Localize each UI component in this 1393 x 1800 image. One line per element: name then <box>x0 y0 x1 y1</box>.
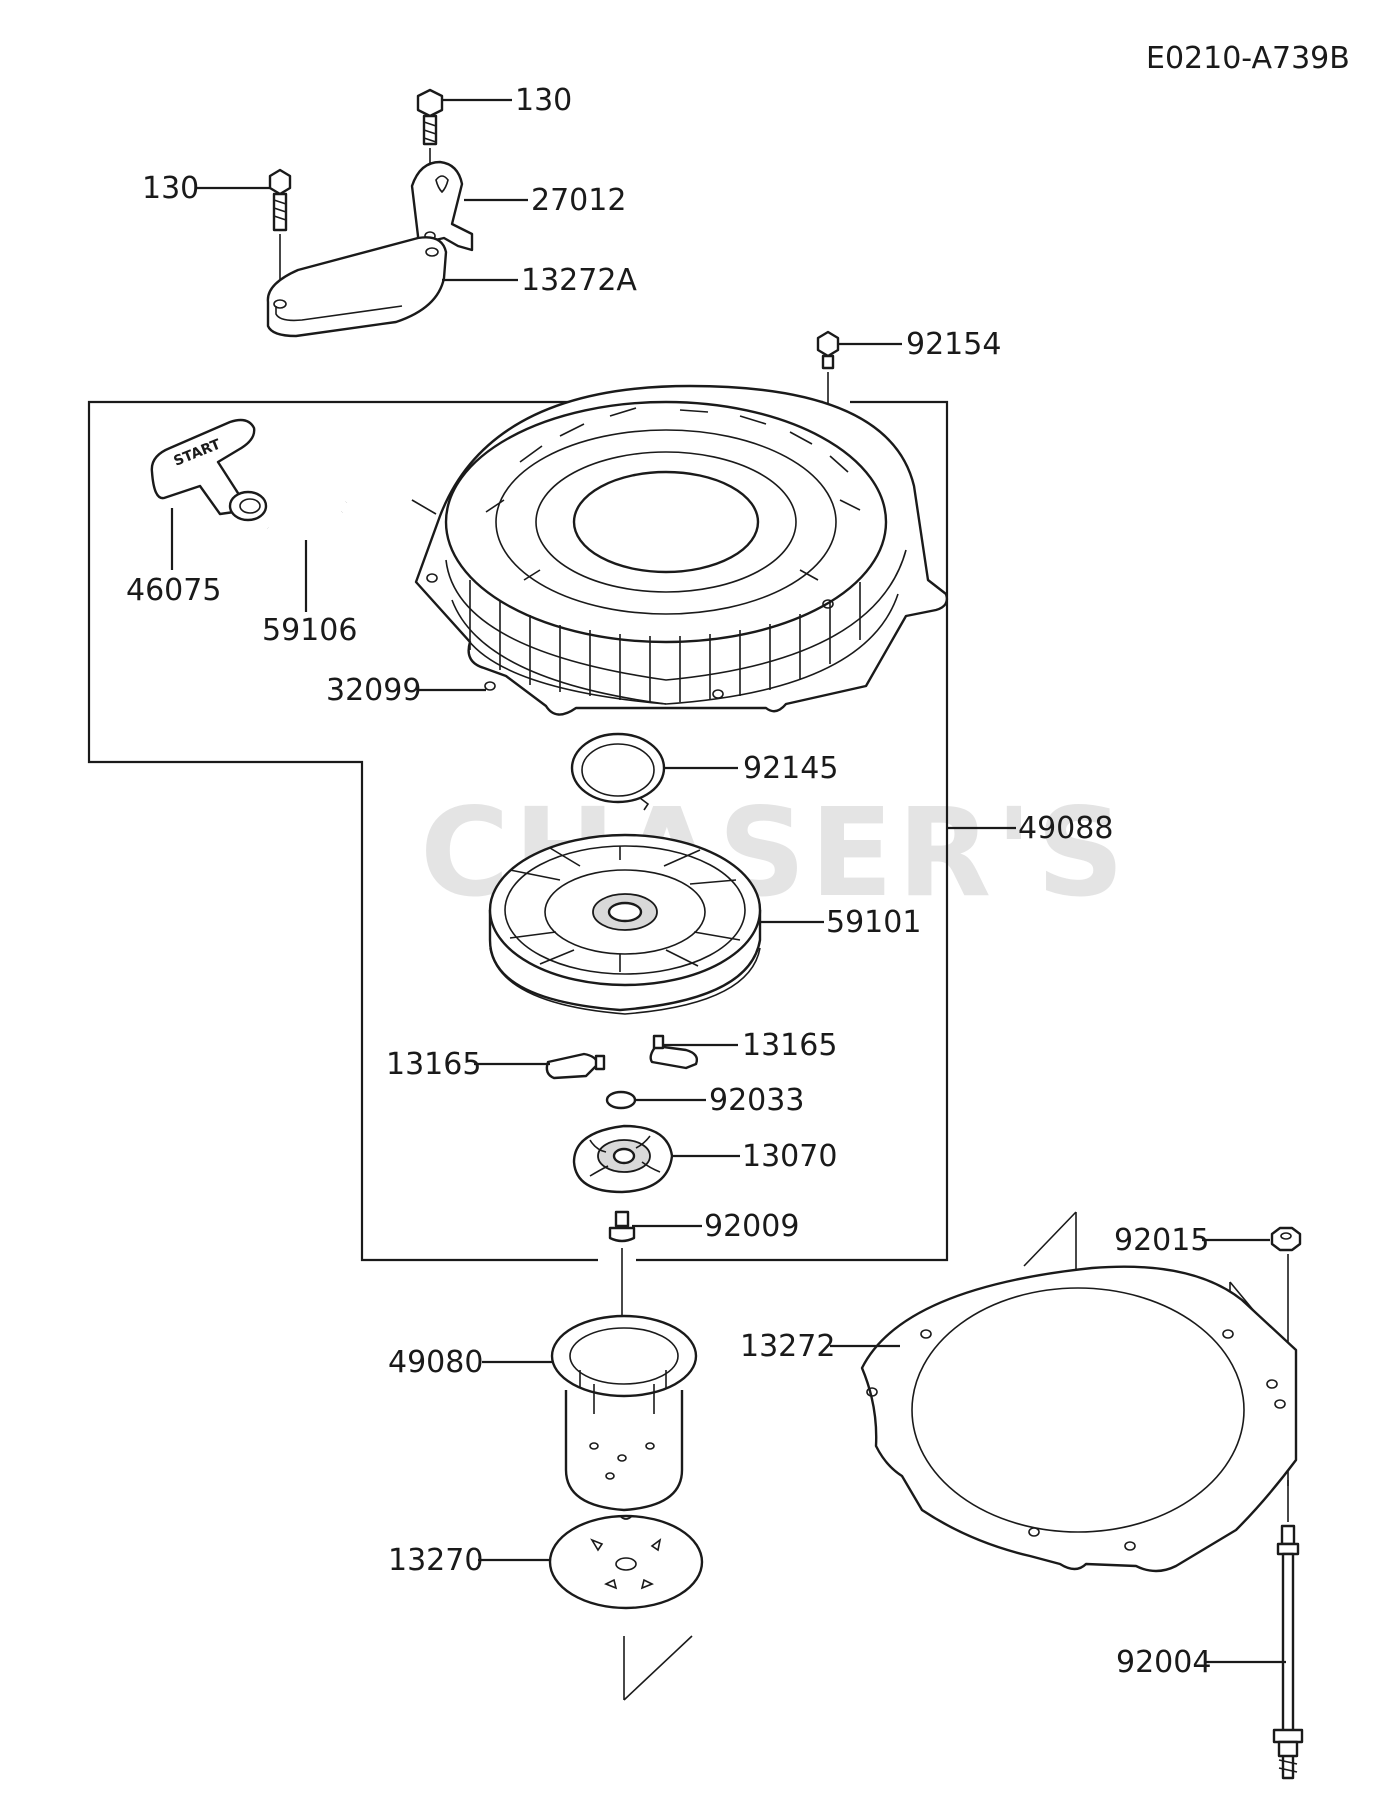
bolt-130-left <box>268 168 292 232</box>
drawing-code: E0210-A739B <box>1146 41 1350 76</box>
label-13272: 13272 <box>740 1329 835 1364</box>
reel-pulley-59101 <box>488 833 762 1015</box>
label-59106: 59106 <box>262 613 357 648</box>
label-49080: 49080 <box>388 1345 483 1380</box>
label-92033: 92033 <box>709 1083 804 1118</box>
nut-92015 <box>1270 1226 1302 1252</box>
label-130-top: 130 <box>515 83 572 118</box>
label-130-left: 130 <box>142 171 199 206</box>
start-handle-46075: START <box>150 418 268 522</box>
washer-92033 <box>605 1090 637 1110</box>
bracket-27012 <box>410 160 474 252</box>
label-92154: 92154 <box>906 327 1001 362</box>
label-13272A: 13272A <box>521 263 637 298</box>
screw-92009 <box>608 1210 636 1243</box>
label-13070: 13070 <box>742 1139 837 1174</box>
plate-13270 <box>548 1514 704 1610</box>
stud-92004 <box>1272 1480 1304 1780</box>
label-59101: 59101 <box>826 905 921 940</box>
pawl-13165-right <box>649 1034 699 1070</box>
label-92009: 92009 <box>704 1209 799 1244</box>
pawl-13165-left <box>545 1052 606 1080</box>
ratchet-13070 <box>572 1124 674 1194</box>
bolt-130-top <box>416 88 444 146</box>
assembly-49088-bracket-right <box>636 400 949 1262</box>
label-49088: 49088 <box>1018 811 1113 846</box>
label-92145: 92145 <box>743 751 838 786</box>
starter-cup-49080 <box>550 1314 698 1512</box>
label-27012: 27012 <box>531 183 626 218</box>
label-32099: 32099 <box>326 673 421 708</box>
recoil-housing-32099 <box>414 384 949 716</box>
label-13270: 13270 <box>388 1543 483 1578</box>
label-92004: 92004 <box>1116 1645 1211 1680</box>
label-13165-right: 13165 <box>742 1028 837 1063</box>
rope-59106 <box>266 483 437 542</box>
assembly-49088-bracket <box>87 400 823 1262</box>
label-92015: 92015 <box>1114 1223 1209 1258</box>
bolt-92154 <box>816 330 840 370</box>
gasket-plate-13272 <box>860 1265 1298 1573</box>
label-13165-left: 13165 <box>386 1047 481 1082</box>
label-46075: 46075 <box>126 573 221 608</box>
cover-plate-13272A <box>266 236 448 338</box>
